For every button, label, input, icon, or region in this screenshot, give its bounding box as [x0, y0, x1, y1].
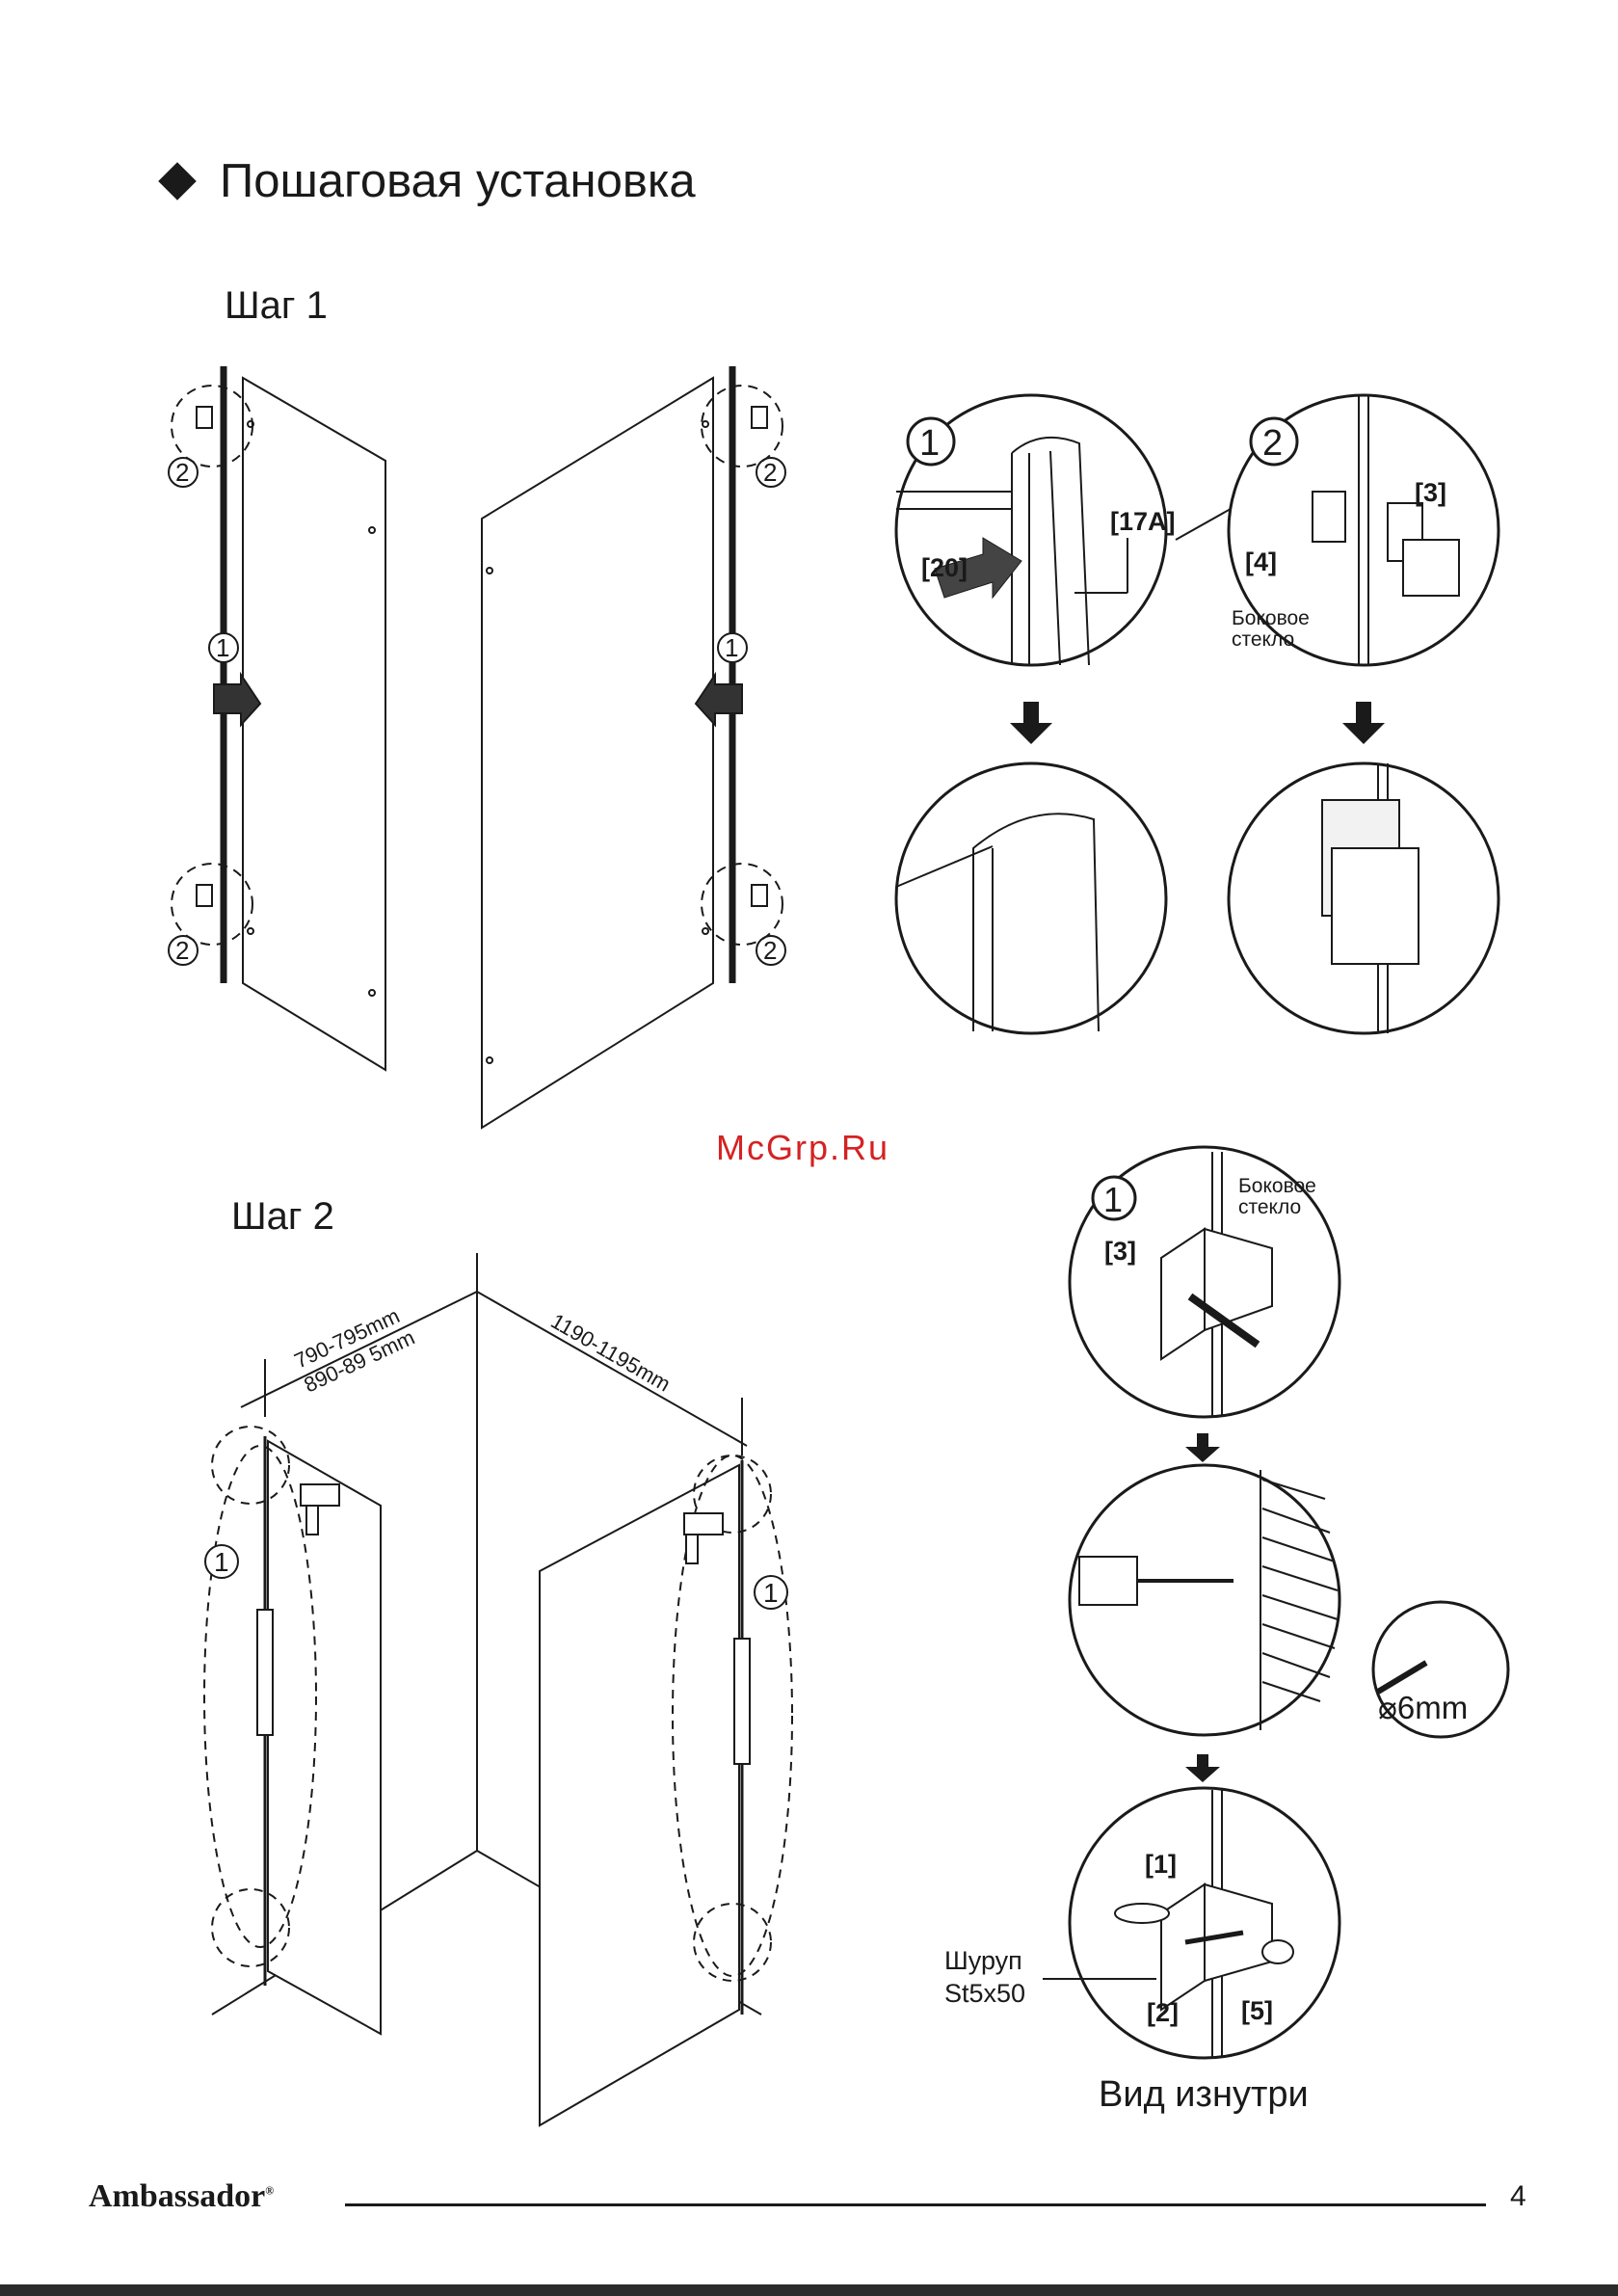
- step1-callout-2: 2: [175, 458, 189, 487]
- svg-text:2: 2: [763, 458, 777, 487]
- footer-divider: [345, 2203, 1486, 2206]
- side-glass-step2-line1: Боковое: [1238, 1175, 1316, 1197]
- part-17a-label: [17A]: [1110, 507, 1176, 536]
- arrow-down-icon: [1342, 702, 1385, 744]
- step2-detail-illustration: 1 Боковое стекло [3] ⌀6mm [1] [2] [5] Шу…: [1050, 1152, 1503, 2116]
- part-4-label: [4]: [1245, 547, 1277, 576]
- side-glass-label-line2: стекло: [1232, 628, 1294, 651]
- part-5-label: [5]: [1241, 1996, 1273, 2025]
- step-1-label: Шаг 1: [225, 284, 328, 328]
- footer-brand-logo: Ambassador®: [89, 2178, 274, 2215]
- step1-detail-illustration: 1 [20] [17A] 2 [3] [4] Боковое стекло: [887, 395, 1513, 1031]
- part-20-label: [20]: [921, 553, 968, 582]
- part-3-label: [3]: [1415, 478, 1446, 507]
- drill-size-label: ⌀6mm: [1378, 1690, 1468, 1725]
- screw-label-line2: St5x50: [944, 1979, 1025, 2008]
- step1-panels-illustration: 2 2 1 2 2 1: [154, 357, 790, 1147]
- page-number: 4: [1510, 2180, 1526, 2213]
- arrow-down-icon: [1010, 702, 1052, 744]
- screw-label-line1: Шуруп: [944, 1946, 1022, 1975]
- bottom-band: [0, 2284, 1618, 2296]
- step2-corner-illustration: 790-795mm 890-89 5mm 1190-1195mm 1 1: [193, 1253, 896, 2149]
- side-glass-label-line1: Боковое: [1232, 607, 1310, 629]
- svg-text:1: 1: [725, 633, 738, 662]
- page-title: Пошаговая установка: [164, 154, 696, 208]
- arrow-down-icon: [1185, 1433, 1220, 1462]
- part-1-label: [1]: [1145, 1850, 1177, 1879]
- step2-detail-number: 1: [1103, 1180, 1123, 1219]
- dimension-long: 1190-1195mm: [547, 1309, 676, 1397]
- svg-text:2: 2: [175, 936, 189, 965]
- side-glass-step2-line2: стекло: [1238, 1196, 1301, 1218]
- part-2-label: [2]: [1147, 1998, 1179, 2027]
- svg-text:1: 1: [216, 633, 229, 662]
- step2-part-3-label: [3]: [1104, 1237, 1136, 1266]
- detail-2-number: 2: [1262, 423, 1283, 464]
- arrow-down-icon: [1185, 1754, 1220, 1782]
- diamond-bullet-icon: [158, 162, 197, 200]
- inside-view-label: Вид изнутри: [1099, 2074, 1309, 2115]
- page-title-text: Пошаговая установка: [220, 154, 696, 208]
- step-2-label: Шаг 2: [231, 1195, 334, 1239]
- svg-text:1: 1: [763, 1578, 779, 1608]
- svg-text:2: 2: [763, 936, 777, 965]
- detail-1-number: 1: [919, 423, 940, 464]
- svg-text:1: 1: [214, 1547, 229, 1577]
- drill-icon: [1079, 1557, 1137, 1605]
